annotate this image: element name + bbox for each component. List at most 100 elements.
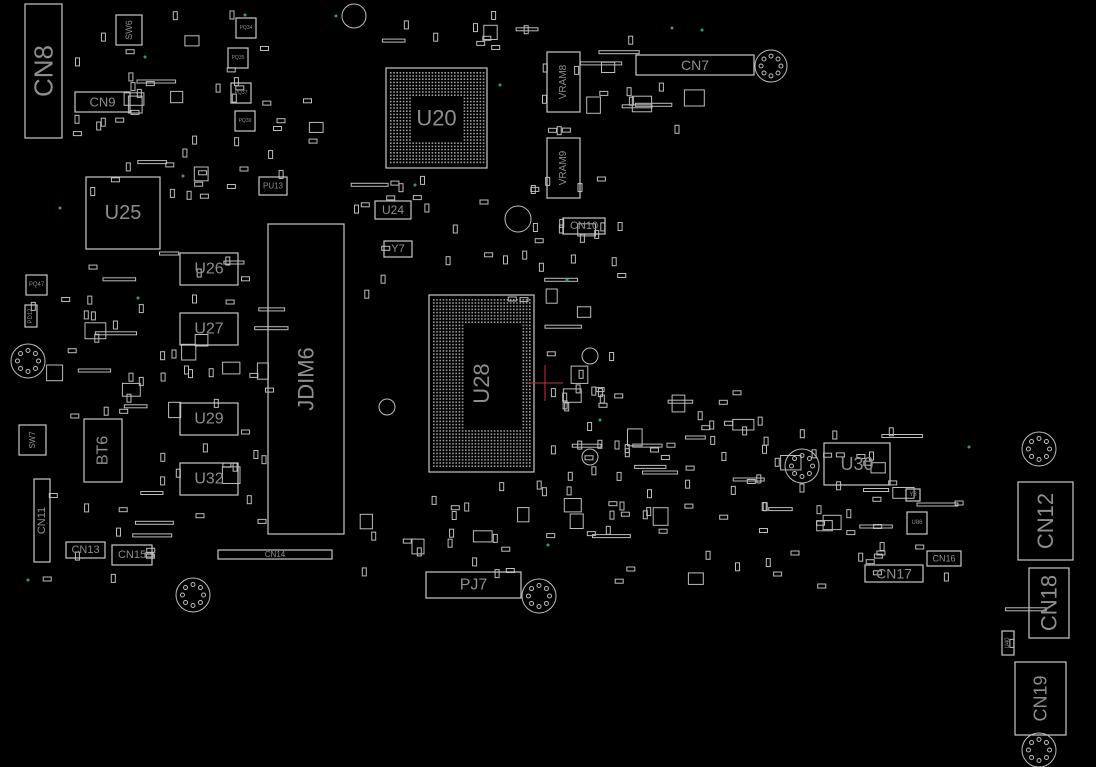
component-cn14[interactable]: CN14 xyxy=(217,549,333,560)
bga-ball xyxy=(438,81,440,84)
bga-ball xyxy=(452,382,454,384)
bga-ball xyxy=(442,382,445,384)
bga-ball xyxy=(476,155,478,157)
bga-ball xyxy=(406,132,408,135)
component-y7[interactable]: Y7 xyxy=(383,240,413,258)
bga-ball xyxy=(445,443,448,445)
bga-ball xyxy=(402,116,405,119)
component-pq37[interactable]: PQ37 xyxy=(230,82,252,104)
bga-ball xyxy=(525,433,528,435)
bga-ball xyxy=(399,148,402,151)
bga-ball xyxy=(442,334,445,336)
bga-ball xyxy=(455,391,457,394)
bga-ball xyxy=(439,427,441,429)
component-pu13[interactable]: PU13 xyxy=(258,176,288,196)
bga-ball xyxy=(474,299,477,301)
bga-ball xyxy=(519,455,521,458)
bga-ball xyxy=(471,308,473,311)
component-cn10[interactable]: CN10 xyxy=(562,217,606,235)
pad xyxy=(144,552,154,558)
bga-ball xyxy=(454,152,456,154)
via xyxy=(26,578,30,582)
bga-ball xyxy=(458,407,461,410)
pad xyxy=(464,502,470,512)
component-vram9[interactable]: VRAM9 xyxy=(546,137,581,199)
component-u29[interactable]: U29 xyxy=(179,402,239,436)
component-pd12[interactable]: PD12 xyxy=(24,304,38,328)
bga-ball xyxy=(412,155,414,157)
bga-ball xyxy=(390,91,392,93)
bga-ball xyxy=(449,452,451,455)
pad xyxy=(856,454,866,459)
component-u25[interactable]: U25 xyxy=(85,176,161,250)
bga-ball xyxy=(466,107,469,109)
bga-ball xyxy=(497,302,499,304)
component-cn18[interactable]: CN18 xyxy=(1028,567,1070,639)
bga-ball xyxy=(484,459,486,461)
component-u40[interactable]: U40 xyxy=(1001,630,1015,656)
pad xyxy=(241,276,250,282)
component-cn11[interactable]: CN11 xyxy=(33,478,51,563)
bga-ball xyxy=(477,308,480,311)
component-pq35[interactable]: PQ35 xyxy=(227,47,249,69)
bga-ball xyxy=(436,465,438,467)
pad xyxy=(381,245,391,251)
component-cn8[interactable]: CN8 xyxy=(24,3,63,139)
component-cn16[interactable]: CN16 xyxy=(926,550,962,567)
bga-ball xyxy=(525,305,528,307)
component-cn13[interactable]: CN13 xyxy=(65,541,106,559)
bga-ball xyxy=(463,158,466,160)
bga-ball xyxy=(481,459,483,461)
bga-ball xyxy=(474,433,477,435)
component-cn15[interactable]: CN15 xyxy=(111,544,153,566)
component-cn7[interactable]: CN7 xyxy=(635,54,755,76)
component-y3[interactable]: Y3 xyxy=(905,488,921,502)
component-cn9[interactable]: CN9 xyxy=(74,91,131,113)
component-pq39[interactable]: PQ39 xyxy=(234,110,256,132)
bga-ball xyxy=(433,420,435,423)
bga-ball xyxy=(442,411,445,413)
bga-ball xyxy=(509,433,512,435)
component-outline xyxy=(179,312,239,346)
component-u86[interactable]: U86 xyxy=(906,511,928,535)
bga-ball xyxy=(529,427,531,429)
component-pq34[interactable]: PQ34 xyxy=(235,17,257,39)
component-cn12[interactable]: CN12 xyxy=(1017,481,1074,561)
component-sw6[interactable]: SW6 xyxy=(115,14,143,46)
bga-ball xyxy=(399,139,402,141)
bga-ball xyxy=(396,158,398,160)
pad xyxy=(631,95,653,113)
bga-ball xyxy=(442,353,445,355)
bga-ball xyxy=(503,446,505,448)
bga-ball xyxy=(481,299,483,301)
component-cn19[interactable]: CN19 xyxy=(1014,661,1067,736)
bga-ball xyxy=(503,318,505,320)
via xyxy=(334,14,338,18)
component-u26[interactable]: U26 xyxy=(179,252,239,286)
component-pq47[interactable]: PQ47 xyxy=(25,274,48,296)
bga-ball xyxy=(390,142,392,144)
pad xyxy=(732,390,742,396)
bga-ball xyxy=(455,327,457,330)
bga-ball xyxy=(509,462,512,464)
component-u30[interactable]: U30 xyxy=(823,442,891,486)
component-u24[interactable]: U24 xyxy=(374,200,412,220)
component-u20[interactable]: U20 xyxy=(385,67,488,169)
component-sw7[interactable]: SW7 xyxy=(18,424,47,456)
component-pj7[interactable]: PJ7 xyxy=(425,571,522,599)
pad xyxy=(574,65,580,75)
bga-ball xyxy=(470,136,472,138)
component-outline xyxy=(115,14,143,46)
bga-ball xyxy=(465,455,467,458)
component-vram8[interactable]: VRAM8 xyxy=(546,51,581,113)
bga-ball xyxy=(433,305,435,307)
component-cn17[interactable]: CN17 xyxy=(864,564,924,583)
component-jdim6[interactable]: JDIM6 xyxy=(267,223,345,535)
bga-ball xyxy=(445,311,448,314)
bga-ball xyxy=(433,459,435,461)
component-u27[interactable]: U27 xyxy=(179,312,239,346)
bga-ball xyxy=(479,113,482,116)
component-bt6[interactable]: BT6 xyxy=(83,418,123,483)
component-u32[interactable]: U32 xyxy=(179,462,239,496)
